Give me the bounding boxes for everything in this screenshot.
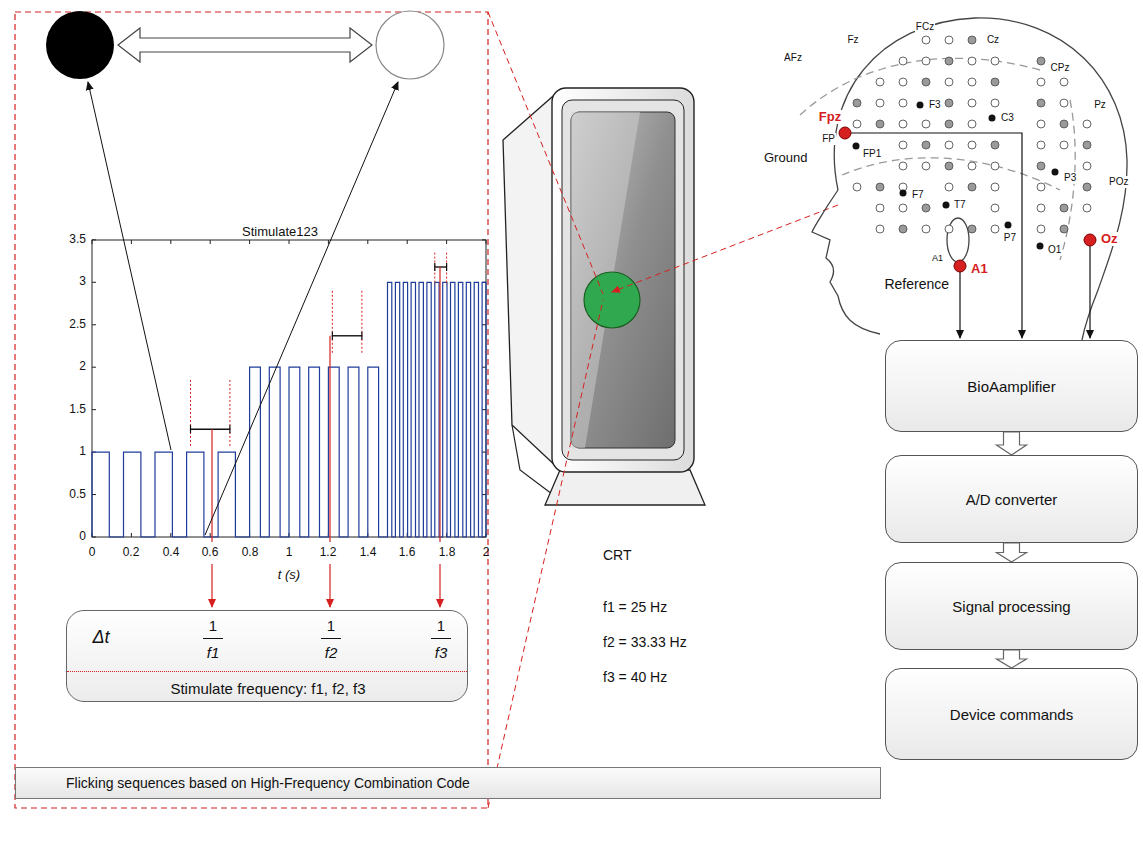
node-text: A/D converter	[966, 491, 1058, 508]
axis-label: 0.5	[69, 488, 86, 502]
node-text: Device commands	[950, 706, 1073, 723]
electrode-label: FP	[821, 133, 836, 145]
node-text: BioAamplifier	[967, 378, 1055, 395]
node-text: Stimulate frequency: f1, f2, f3	[170, 680, 365, 697]
double-arrow	[118, 28, 372, 62]
electrode-label: P3	[1063, 172, 1077, 184]
electrode-wires	[851, 133, 1090, 338]
flow-arrow	[997, 432, 1027, 455]
dotted-separator	[67, 671, 467, 672]
node-text: Signal processing	[952, 598, 1070, 615]
frequency-label: f3 = 40 Hz	[603, 669, 667, 685]
gaze-line	[612, 205, 838, 292]
electrode-label: Oz	[1100, 232, 1119, 247]
zoom-line	[488, 300, 603, 808]
process-box: Device commands	[885, 668, 1138, 760]
frequency-label: f2 = 33.33 Hz	[603, 634, 687, 650]
electrode-label: T7	[953, 199, 967, 211]
named-electrodes	[839, 102, 1096, 273]
process-box: A/D converter	[885, 455, 1138, 543]
axis-label: 0	[79, 530, 86, 544]
electrode-label: CPz	[1050, 62, 1071, 74]
crt-monitor	[503, 88, 705, 505]
electrode-label: Reference	[883, 276, 950, 292]
electrode-label: Ground	[763, 151, 808, 166]
node-text: Flicking sequences based on High-Frequen…	[66, 775, 470, 791]
node-text: f3	[435, 644, 448, 661]
axis-label: 2.5	[69, 318, 86, 332]
light-circle	[376, 11, 444, 79]
frequency-label: CRT	[603, 547, 632, 563]
axis-label: 2	[79, 360, 86, 374]
axis-label: 0.4	[163, 546, 180, 560]
axis-label: 1.6	[399, 546, 416, 560]
period-box: Δt 1 f1 1 f2 1 f3Stimulate frequency: f1, f2, …	[66, 610, 468, 702]
axis-label: 3.5	[69, 233, 86, 247]
flow-arrow	[997, 650, 1027, 668]
axis-label: 1.4	[360, 546, 377, 560]
axis-label: 1.2	[320, 546, 337, 560]
axis-label: 1.8	[439, 546, 456, 560]
electrode-label: Pz	[1093, 99, 1107, 111]
zoom-line	[488, 12, 603, 294]
dark-circle	[46, 11, 114, 79]
plot-frame	[92, 240, 486, 537]
axis-label: 1	[79, 445, 86, 459]
node-text: f1	[207, 644, 220, 661]
electrode-label: FCz	[915, 21, 935, 33]
waveform	[92, 282, 486, 537]
electrode-label: O1	[1047, 244, 1062, 256]
electrode-label: FP1	[862, 148, 882, 160]
electrode-label: Fpz	[818, 110, 842, 125]
electrode-label: A1	[931, 253, 944, 263]
zoom-frame	[15, 12, 488, 808]
axis-label: Stimulate123	[242, 225, 318, 240]
pointer-line	[88, 82, 171, 450]
frequency-label: f1 = 25 Hz	[603, 599, 667, 615]
pointer-line	[205, 82, 398, 535]
axis-label: t (s)	[278, 568, 300, 583]
flow-arrow	[997, 543, 1027, 562]
process-box: BioAamplifier	[885, 340, 1138, 432]
period-markers	[191, 253, 447, 607]
axis-label: 0	[89, 546, 96, 560]
electrode-label: A1	[970, 262, 989, 277]
electrode-label: Cz	[986, 34, 1000, 46]
head-outline	[800, 18, 1127, 340]
electrode-label: P7	[1003, 232, 1017, 244]
node-text: 1	[327, 617, 335, 634]
electrode-grid	[853, 36, 1091, 233]
fraction-bar	[321, 638, 341, 639]
electrode-label: F7	[911, 189, 925, 201]
electrode-label: Fz	[846, 34, 859, 46]
caption-band: Flicking sequences based on High-Frequen…	[15, 767, 881, 799]
node-text: Δt	[92, 627, 109, 648]
node-text: 1	[437, 617, 445, 634]
electrode-label: C3	[1000, 112, 1015, 124]
electrode-label: F3	[928, 99, 942, 111]
electrode-label: AFz	[783, 52, 803, 64]
electrode-label: POz	[1108, 176, 1129, 188]
axis-ticks	[92, 240, 486, 537]
axis-label: 0.6	[202, 546, 219, 560]
axis-label: 0.2	[123, 546, 140, 560]
axis-label: 2	[483, 546, 490, 560]
process-box: Signal processing	[885, 562, 1138, 650]
axis-label: 3	[79, 275, 86, 289]
axis-label: 1	[286, 546, 293, 560]
node-text: f2	[325, 644, 338, 661]
node-text: 1	[209, 617, 217, 634]
axis-label: 1.5	[69, 403, 86, 417]
axis-label: 0.8	[242, 546, 259, 560]
fraction-bar	[203, 638, 223, 639]
fraction-bar	[431, 638, 451, 639]
